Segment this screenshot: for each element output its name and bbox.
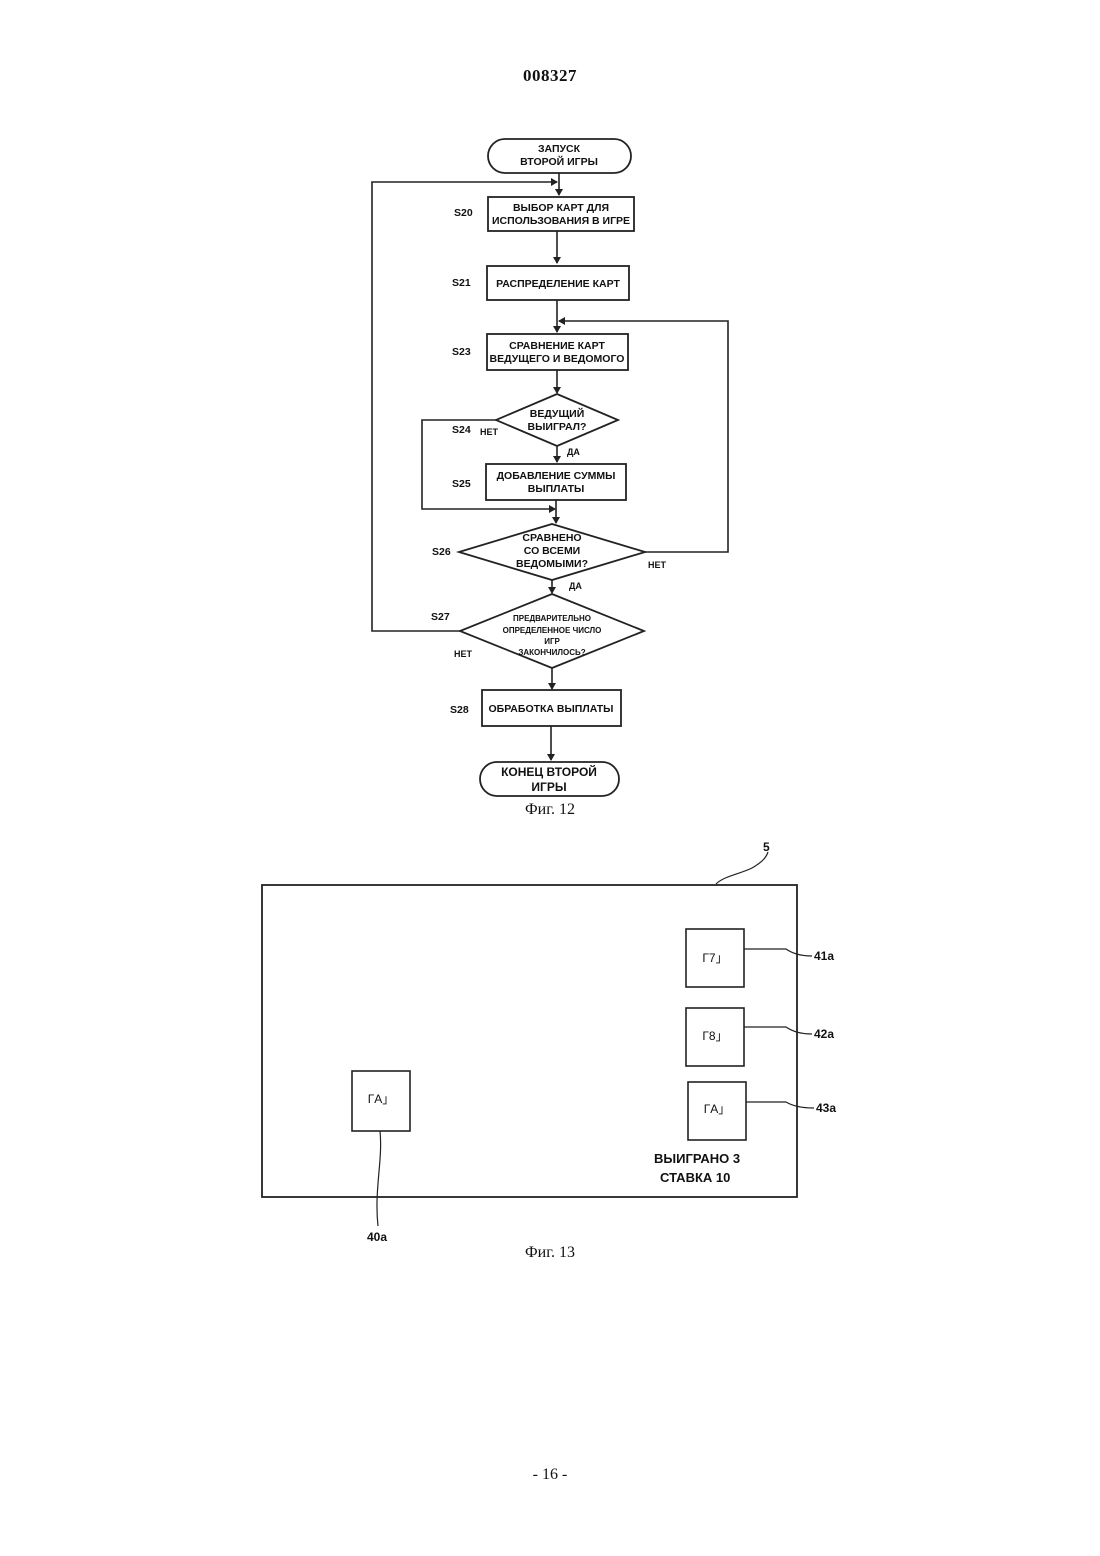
card-42a-label: Г8」 [702,1029,727,1043]
card-41a: Г7」 41a [686,929,834,987]
bet-amount-text: СТАВКА 10 [660,1170,730,1185]
card-43a: ГA」 43a [688,1082,836,1140]
screen-ref-label: 5 [763,840,770,854]
s23-step-label: S23 [452,346,471,358]
s27-line-1: ПРЕДВАРИТЕЛЬНО [513,614,591,623]
s25-step-label: S25 [452,478,471,490]
step-s28: S28 ОБРАБОТКА ВЫПЛАТЫ [450,690,621,726]
s27-line-2: ОПРЕДЕЛЕННОЕ ЧИСЛО [503,626,602,635]
card-43a-ref: 43a [816,1101,836,1115]
s24-step-label: S24 [452,424,471,436]
card-40a: ГA」 40a [352,1071,410,1244]
fig12-caption: Фиг. 12 [0,801,1100,819]
start-terminator: ЗАПУСК ВТОРОЙ ИГРЫ [488,139,631,173]
s27-step-label: S27 [431,611,450,623]
s25-line-1: ДОБАВЛЕНИЕ СУММЫ [497,470,616,482]
s28-line-1: ОБРАБОТКА ВЫПЛАТЫ [489,703,614,715]
s26-no-label: НЕТ [648,560,667,570]
card-42a: Г8」 42a [686,1008,834,1066]
step-s25: S25 ДОБАВЛЕНИЕ СУММЫ ВЫПЛАТЫ [452,464,626,500]
s26-step-label: S26 [432,546,451,558]
s23-line-1: СРАВНЕНИЕ КАРТ [509,340,605,352]
start-line-1: ЗАПУСК [538,143,581,155]
s26-line-2: СО ВСЕМИ [524,545,580,557]
s20-line-2: ИСПОЛЬЗОВАНИЯ В ИГРЕ [492,215,630,227]
start-line-2: ВТОРОЙ ИГРЫ [520,155,598,168]
s27-no-label: НЕТ [454,649,473,659]
fig13-caption: Фиг. 13 [0,1244,1100,1262]
page-number: - 16 - [0,1466,1100,1484]
end-line-1: КОНЕЦ ВТОРОЙ [501,764,597,779]
decision-s27: ПРЕДВАРИТЕЛЬНО ОПРЕДЕЛЕННОЕ ЧИСЛО ИГР ЗА… [431,594,644,668]
flowchart-fig12: ЗАПУСК ВТОРОЙ ИГРЫ S20 ВЫБОР КАРТ ДЛЯ ИС… [372,139,728,796]
step-s20: S20 ВЫБОР КАРТ ДЛЯ ИСПОЛЬЗОВАНИЯ В ИГРЕ [454,197,634,231]
card-41a-label: Г7」 [702,951,727,965]
s25-line-2: ВЫПЛАТЫ [528,483,585,495]
s24-yes-label: ДА [567,447,580,457]
end-terminator: КОНЕЦ ВТОРОЙ ИГРЫ [480,762,619,796]
s28-step-label: S28 [450,704,469,716]
decision-s26: СРАВНЕНО СО ВСЕМИ ВЕДОМЫМИ? S26 НЕТ ДА [432,524,667,591]
s26-line-3: ВЕДОМЫМИ? [516,558,588,570]
s21-step-label: S21 [452,277,471,289]
end-line-2: ИГРЫ [531,780,566,794]
s21-line-1: РАСПРЕДЕЛЕНИЕ КАРТ [496,278,620,290]
s26-line-1: СРАВНЕНО [522,532,581,544]
s26-yes-label: ДА [569,581,582,591]
step-s21: S21 РАСПРЕДЕЛЕНИЕ КАРТ [452,266,629,300]
won-amount-text: ВЫИГРАНО 3 [654,1151,740,1166]
card-41a-ref: 41a [814,949,834,963]
s24-no-label: НЕТ [480,427,499,437]
s27-line-3: ИГР [544,637,560,646]
card-40a-label: ГA」 [368,1092,395,1106]
s20-step-label: S20 [454,207,473,219]
screen-ref-leader [716,852,768,884]
s24-line-2: ВЫИГРАЛ? [528,421,587,433]
card-43a-label: ГA」 [704,1102,731,1116]
step-s23: S23 СРАВНЕНИЕ КАРТ ВЕДУЩЕГО И ВЕДОМОГО [452,334,628,370]
s23-line-2: ВЕДУЩЕГО И ВЕДОМОГО [490,353,625,365]
card-40a-ref: 40a [367,1230,387,1244]
card-42a-ref: 42a [814,1027,834,1041]
screen-fig13: 5 Г7」 41a Г8」 42a ГA」 43a ГA」 40a [262,840,836,1244]
s27-line-4: ЗАКОНЧИЛОСЬ? [518,648,585,657]
s24-line-1: ВЕДУЩИЙ [530,407,585,420]
decision-s24: ВЕДУЩИЙ ВЫИГРАЛ? S24 НЕТ ДА [452,394,618,457]
s20-line-1: ВЫБОР КАРТ ДЛЯ [513,202,609,214]
